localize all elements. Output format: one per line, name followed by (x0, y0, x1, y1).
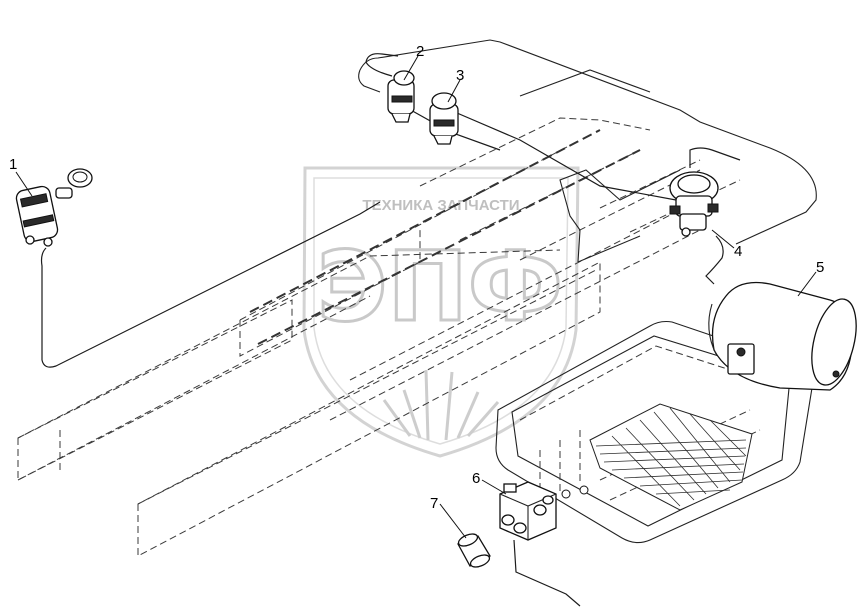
callout-leaders (15, 55, 817, 539)
watermark-logo-text: ЭПФ (317, 231, 563, 343)
callout-2: 2 (416, 43, 424, 60)
frame-rails (17, 117, 741, 557)
callout-labels: 1 2 3 4 5 6 7 (9, 43, 824, 512)
watermark: ТЕХНИКА ЗАПЧАСТИ ЭПФ (302, 166, 580, 458)
callout-3: 3 (456, 67, 464, 84)
callout-1: 1 (9, 156, 17, 173)
callout-6: 6 (472, 470, 480, 487)
watermark-shield (302, 166, 580, 458)
callout-7: 7 (430, 495, 438, 512)
part-2-valve[interactable] (387, 70, 415, 123)
callout-5: 5 (816, 259, 824, 276)
part-4-relay-valve[interactable] (669, 171, 719, 237)
part-7-coupling[interactable] (457, 532, 491, 570)
air-lines (40, 53, 741, 607)
tray-mesh (589, 403, 753, 511)
part-5-air-receiver[interactable] (708, 281, 864, 391)
cab-floor-outline (358, 39, 817, 263)
callout-4: 4 (734, 243, 742, 260)
watermark-wheat-icon (382, 369, 500, 441)
part-3-valve[interactable] (429, 92, 459, 145)
battery-tray (495, 320, 813, 544)
watermark-top-text: ТЕХНИКА ЗАПЧАСТИ (362, 197, 519, 214)
part-6-distribution-valve[interactable] (499, 481, 557, 541)
part-1-brake-valve[interactable] (15, 168, 93, 247)
